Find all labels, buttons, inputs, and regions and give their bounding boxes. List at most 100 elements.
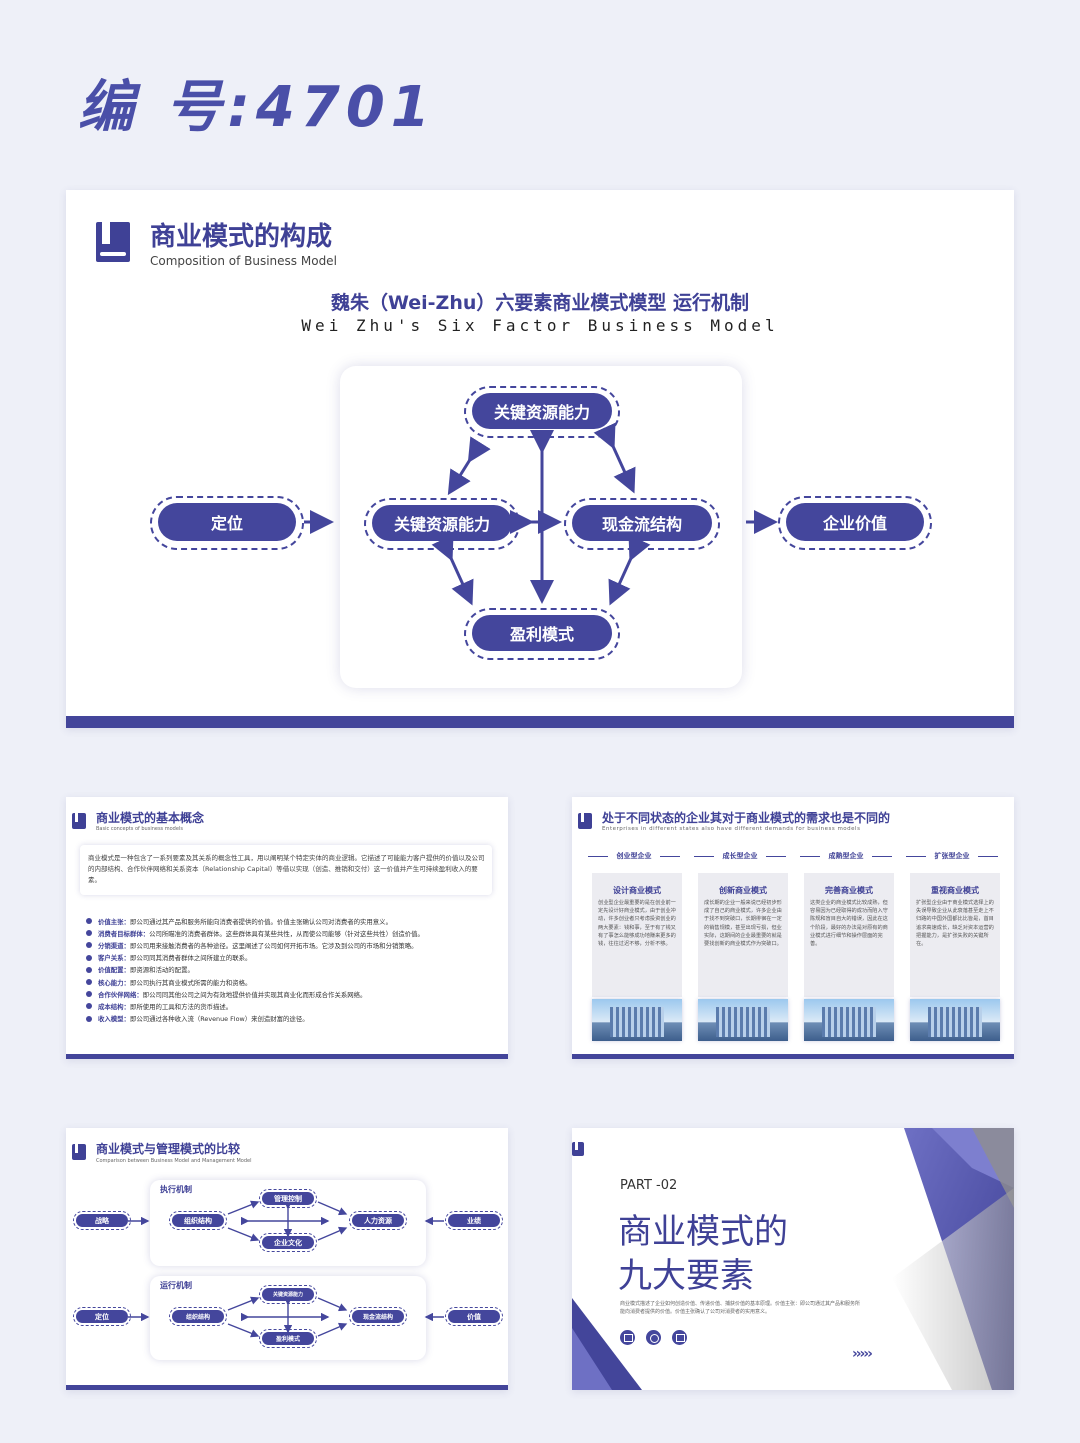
code-label: 编 号:4701 (78, 75, 436, 140)
stage-divider (694, 856, 786, 857)
book-icon (72, 813, 86, 829)
concept-text: 公司所瞄准的消费者群体。这些群体具有某些共性，从而使公司能够（针对这些共性）创造… (149, 929, 424, 938)
stage-text: 扩张型企业由于商业模式选择上的失误导致企业从此衰落甚至走上不归路的中国外国都比比… (916, 900, 994, 948)
node-org-structure-2: 组织结构 (169, 1307, 227, 1326)
stage-heading: 重视商业模式 (931, 886, 979, 895)
cover-icon-1 (620, 1330, 635, 1345)
building-image (698, 999, 788, 1041)
node-human-resources: 人力资源 (349, 1211, 407, 1230)
stage-text: 成长期的企业一般来说已经初步形成了自己的商业模式，许多企业由于找不到突破口，长期… (704, 900, 782, 948)
bullet-icon (86, 991, 92, 998)
cover-icon-3 (672, 1330, 687, 1345)
bullet-icon (86, 1003, 92, 1010)
concept-text: 即公司通过其产品和服务所能向消费者提供的价值。价值主张确认公司对消费者的实用意义… (129, 917, 392, 926)
slide-business-model-composition: 商业模式的构成 Composition of Business Model 魏朱… (66, 190, 1014, 728)
slide-subtitle: Comparison between Business Model and Ma… (96, 1158, 252, 1164)
concept-label: 合作伙伴网络： (98, 990, 143, 999)
cover-title-line2: 九大要素 (618, 1256, 754, 1296)
building-image (592, 999, 682, 1041)
intro-box (80, 845, 492, 895)
concept-item: 价值配置：即资源和活动的配置。 (86, 964, 496, 976)
slide-footer-bar (66, 716, 1014, 728)
node-enterprise-value: 企业价值 (786, 503, 924, 541)
node-positioning: 定位 (73, 1307, 131, 1326)
concept-label: 收入模型： (98, 1015, 130, 1024)
intro-text: 商业模式是一种包含了一系列要素及其关系的概念性工具，用以阐明某个特定实体的商业逻… (88, 854, 485, 884)
bullet-icon (86, 966, 92, 973)
stage-card (910, 873, 1000, 997)
concept-label: 消费者目标群体： (98, 929, 150, 938)
part-label: PART -02 (620, 1178, 678, 1193)
concept-list: 价值主张：即公司通过其产品和服务所能向消费者提供的价值。价值主张确认公司对消费者… (86, 915, 496, 1025)
node-key-resources-left: 关键资源能力 (372, 505, 512, 541)
comparison-arrows (128, 1200, 444, 1338)
cover-decoration (572, 1128, 1014, 1390)
bullet-icon (86, 979, 92, 986)
bullet-icon (86, 942, 92, 949)
building-image (910, 999, 1000, 1041)
concept-item: 消费者目标群体：公司所瞄准的消费者群体。这些群体具有某些共性，从而使公司能够（针… (86, 927, 496, 939)
node-profit-model: 盈利模式 (472, 615, 612, 651)
node-cash-flow: 现金流结构 (349, 1307, 407, 1326)
stage-card (592, 873, 682, 997)
bullet-icon (86, 954, 92, 961)
slide-subtitle: Composition of Business Model (150, 254, 337, 268)
book-icon (572, 1142, 584, 1156)
node-key-resources: 关键资源能力 (259, 1285, 317, 1304)
concept-text: 即公司同其消费者群体之间所建立的联系。 (129, 954, 252, 963)
slide-title: 商业模式的基本概念 (96, 811, 205, 825)
concept-item: 价值主张：即公司通过其产品和服务所能向消费者提供的价值。价值主张确认公司对消费者… (86, 915, 496, 927)
cover-description: 商业模式描述了企业如何创造价值、传递价值、捕获价值的基本原理。价值主张：即公司通… (620, 1301, 861, 1315)
chevron-arrows-icon: ››››› (852, 1346, 873, 1362)
stage-divider (906, 856, 998, 857)
node-value: 价值 (445, 1307, 503, 1326)
stage-text: 这类企业的商业模式比较成熟，但容易因为已经取得的成功而陷入守陈规和盲目自大的错误… (810, 900, 888, 948)
stage-text: 创业型企业最重要的是在创业前一定先设计好商业模式，由于创业冲动，许多创业者只考虑… (598, 900, 676, 948)
concept-label: 价值配置： (98, 966, 130, 975)
building-image (804, 999, 894, 1041)
node-org-structure: 组织结构 (169, 1211, 227, 1230)
book-icon (96, 222, 130, 262)
node-strategy: 战略 (73, 1211, 131, 1230)
concept-text: 即公司用来接触消费者的各种途径。这里阐述了公司如何开拓市场。它涉及到公司的市场和… (129, 941, 418, 950)
node-profit-model: 盈利模式 (259, 1329, 317, 1348)
stage-card (804, 873, 894, 997)
slide-footer-bar (66, 1054, 508, 1059)
concept-text: 即公司执行其商业模式所需的能力和资格。 (129, 978, 252, 987)
group-operation-label: 运行机制 (160, 1281, 192, 1290)
concept-item: 收入模型：即公司通过各种收入流（Revenue Flow）来创造财富的途径。 (86, 1013, 496, 1025)
slide-enterprise-states: 处于不同状态的企业其对于商业模式的需求也是不同的 Enterprises in … (572, 797, 1014, 1059)
slide-title: 商业模式的构成 (150, 222, 333, 252)
slide-part-two-cover: PART -02 商业模式的 九大要素 商业模式描述了企业如何创造价值、传递价值… (572, 1128, 1014, 1390)
concept-item: 合作伙伴网络：即公司同其他公司之间为有效地提供价值并实现其商业化而形成合作关系网… (86, 988, 496, 1000)
node-corporate-culture: 企业文化 (259, 1233, 317, 1252)
stage-heading: 设计商业模式 (613, 886, 661, 895)
concept-label: 成本结构： (98, 1002, 130, 1011)
node-cash-flow: 现金流结构 (572, 505, 712, 541)
node-positioning: 定位 (158, 503, 296, 541)
concept-text: 即公司同其他公司之间为有效地提供价值并实现其商业化而形成合作关系网络。 (142, 990, 367, 999)
slide-subtitle: Basic concepts of business models (96, 826, 183, 832)
concept-label: 分销渠道： (98, 941, 130, 950)
book-icon (578, 813, 592, 829)
slide-title: 处于不同状态的企业其对于商业模式的需求也是不同的 (602, 811, 891, 825)
stage-heading: 创新商业模式 (719, 886, 767, 895)
concept-item: 客户关系：即公司同其消费者群体之间所建立的联系。 (86, 952, 496, 964)
stage-heading: 完善商业模式 (825, 886, 873, 895)
cover-title-line1: 商业模式的 (618, 1212, 788, 1252)
cover-icon-2 (646, 1330, 661, 1345)
stage-divider (588, 856, 680, 857)
diagram-title: 魏朱（Wei-Zhu）六要素商业模式模型 运行机制 (330, 292, 749, 314)
stage-card (698, 873, 788, 997)
group-execution-label: 执行机制 (160, 1185, 192, 1194)
node-performance: 业绩 (445, 1211, 503, 1230)
bullet-icon (86, 1015, 92, 1022)
slide-subtitle: Enterprises in different states also hav… (602, 826, 861, 832)
concept-label: 客户关系： (98, 954, 130, 963)
book-icon (72, 1144, 86, 1160)
stage-divider (800, 856, 892, 857)
concept-text: 即所使用的工具和方法的货币描述。 (129, 1002, 233, 1011)
bullet-icon (86, 918, 92, 925)
node-key-resources-top: 关键资源能力 (472, 393, 612, 429)
concept-item: 分销渠道：即公司用来接触消费者的各种途径。这里阐述了公司如何开拓市场。它涉及到公… (86, 939, 496, 951)
